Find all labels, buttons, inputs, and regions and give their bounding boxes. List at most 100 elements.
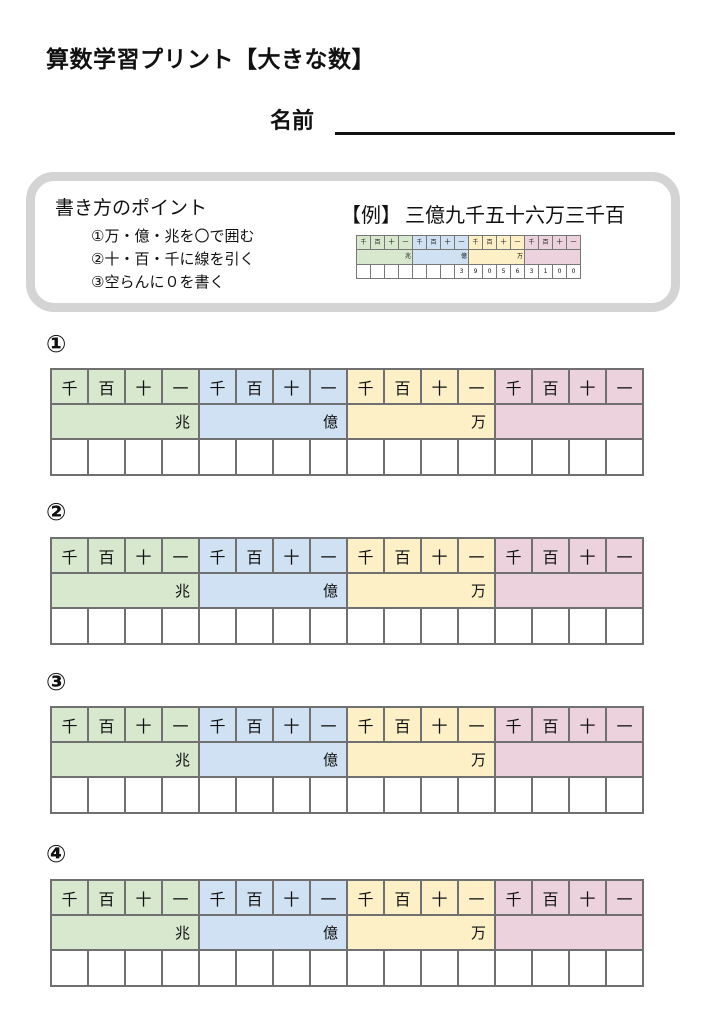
place-label-cell: 千 xyxy=(50,537,89,574)
answer-cell[interactable] xyxy=(383,607,422,645)
answer-cell[interactable] xyxy=(309,607,348,645)
place-label-cell: 百 xyxy=(87,706,126,743)
answer-cell[interactable] xyxy=(605,776,644,814)
answer-cell[interactable] xyxy=(198,438,237,476)
answer-cell[interactable] xyxy=(494,949,533,987)
example-label: 【例】 xyxy=(341,203,401,227)
answer-cell[interactable] xyxy=(161,607,200,645)
name-line[interactable] xyxy=(335,132,675,135)
answer-cell[interactable] xyxy=(531,438,570,476)
example-text: 三億九千五十六万三千百 xyxy=(405,203,625,227)
place-label-cell: 一 xyxy=(457,368,496,405)
name-label: 名前 xyxy=(270,109,315,134)
place-label-cell: 千 xyxy=(346,368,385,405)
answer-cell[interactable] xyxy=(124,776,163,814)
answer-cell[interactable] xyxy=(87,776,126,814)
answer-cell[interactable] xyxy=(494,776,533,814)
place-label-cell: 百 xyxy=(531,537,570,574)
problem-number: ① xyxy=(46,330,67,358)
place-label-cell: 十 xyxy=(568,368,607,405)
place-label-cell: 十 xyxy=(568,706,607,743)
place-label-cell: 十 xyxy=(420,879,459,916)
answer-cell[interactable] xyxy=(457,607,496,645)
answer-cell[interactable] xyxy=(198,949,237,987)
answer-cell[interactable] xyxy=(420,776,459,814)
answer-cell[interactable] xyxy=(383,776,422,814)
answer-cell[interactable] xyxy=(457,438,496,476)
answer-cell[interactable] xyxy=(420,607,459,645)
answer-cell[interactable] xyxy=(272,607,311,645)
answer-cell[interactable] xyxy=(457,949,496,987)
answer-cell[interactable] xyxy=(161,776,200,814)
unit-cell: 万 xyxy=(346,572,496,609)
answer-cell[interactable] xyxy=(457,776,496,814)
place-label-cell: 百 xyxy=(235,879,274,916)
points-list: ①万・億・兆を〇で囲む ②十・百・千に線を引く ③空らんに０を書く xyxy=(91,225,254,294)
place-label-cell: 一 xyxy=(161,368,200,405)
example-unit-cell xyxy=(524,249,581,265)
place-label-cell: 十 xyxy=(420,537,459,574)
answer-cell[interactable] xyxy=(198,776,237,814)
example-place-cell: 百 xyxy=(482,235,497,250)
example-digit-cell: 1 xyxy=(538,264,553,279)
answer-cell[interactable] xyxy=(568,438,607,476)
answer-cell[interactable] xyxy=(272,776,311,814)
answer-cell[interactable] xyxy=(272,438,311,476)
unit-cell: 億 xyxy=(198,914,348,951)
answer-cell[interactable] xyxy=(494,607,533,645)
place-label-cell: 一 xyxy=(457,879,496,916)
answer-cell[interactable] xyxy=(531,949,570,987)
answer-cell[interactable] xyxy=(87,438,126,476)
answer-cell[interactable] xyxy=(50,438,89,476)
answer-cell[interactable] xyxy=(124,949,163,987)
answer-cell[interactable] xyxy=(124,607,163,645)
answer-cell[interactable] xyxy=(272,949,311,987)
answer-cell[interactable] xyxy=(420,949,459,987)
answer-cell[interactable] xyxy=(494,438,533,476)
place-label-cell: 一 xyxy=(161,879,200,916)
place-label-cell: 十 xyxy=(124,537,163,574)
answer-cell[interactable] xyxy=(50,949,89,987)
example-digit-cell: 5 xyxy=(496,264,511,279)
answer-cell[interactable] xyxy=(605,438,644,476)
answer-cell[interactable] xyxy=(198,607,237,645)
answer-cell[interactable] xyxy=(235,607,274,645)
answer-cell[interactable] xyxy=(309,776,348,814)
place-value-grid: 千百十一千百十一千百十一千百十一兆億万 xyxy=(50,368,644,476)
example-place-cell: 十 xyxy=(552,235,567,250)
answer-cell[interactable] xyxy=(87,949,126,987)
answer-cell[interactable] xyxy=(605,607,644,645)
answer-cell[interactable] xyxy=(531,776,570,814)
answer-cell[interactable] xyxy=(605,949,644,987)
example-place-cell: 千 xyxy=(524,235,539,250)
answer-cell[interactable] xyxy=(235,438,274,476)
answer-cell[interactable] xyxy=(383,949,422,987)
answer-cell[interactable] xyxy=(50,776,89,814)
answer-cell[interactable] xyxy=(235,949,274,987)
answer-cell[interactable] xyxy=(235,776,274,814)
example-unit-cell: 兆 xyxy=(356,249,413,265)
answer-cell[interactable] xyxy=(87,607,126,645)
answer-cell[interactable] xyxy=(346,607,385,645)
answer-cell[interactable] xyxy=(161,438,200,476)
answer-cell[interactable] xyxy=(161,949,200,987)
answer-cell[interactable] xyxy=(383,438,422,476)
answer-cell[interactable] xyxy=(531,607,570,645)
answer-cell[interactable] xyxy=(568,949,607,987)
unit-cell xyxy=(494,914,644,951)
answer-cell[interactable] xyxy=(50,607,89,645)
answer-cell[interactable] xyxy=(309,949,348,987)
place-label-cell: 百 xyxy=(531,706,570,743)
answer-cell[interactable] xyxy=(346,438,385,476)
answer-cell[interactable] xyxy=(346,776,385,814)
answer-cell[interactable] xyxy=(420,438,459,476)
answer-cell[interactable] xyxy=(346,949,385,987)
answer-cell[interactable] xyxy=(309,438,348,476)
answer-cell[interactable] xyxy=(568,607,607,645)
place-label-cell: 十 xyxy=(420,368,459,405)
answer-cell[interactable] xyxy=(124,438,163,476)
answer-cell[interactable] xyxy=(568,776,607,814)
place-label-cell: 十 xyxy=(272,879,311,916)
place-label-cell: 十 xyxy=(568,537,607,574)
